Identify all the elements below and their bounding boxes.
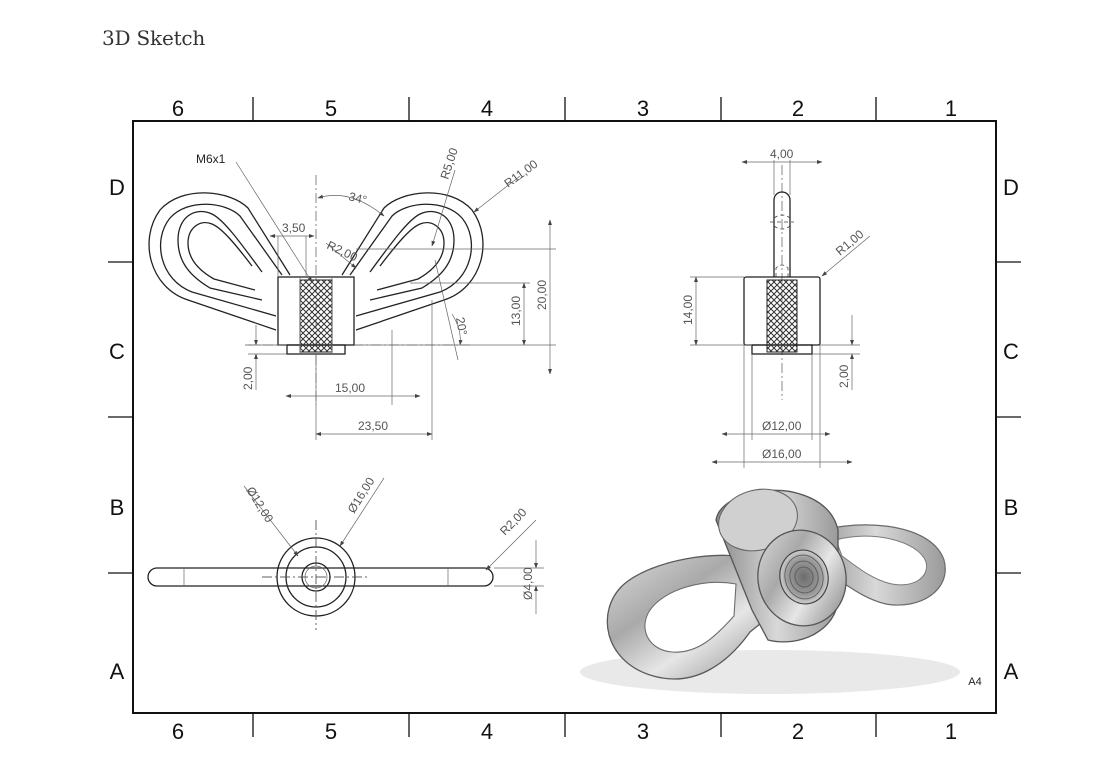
row-label-right: B — [1004, 495, 1019, 520]
column-label-top: 2 — [792, 96, 804, 121]
thread-callout: M6x1 — [196, 152, 226, 166]
column-label-top: 4 — [481, 96, 493, 121]
dia-12-side-label: Ø12,00 — [762, 419, 802, 433]
step-2-label: 2,00 — [241, 366, 255, 390]
row-label-right: D — [1003, 175, 1019, 200]
row-label-left: D — [109, 175, 125, 200]
row-label-left: C — [109, 339, 125, 364]
column-label-top: 5 — [325, 96, 337, 121]
column-label-top: 1 — [945, 96, 957, 121]
top-view: Ø12,00 Ø16,00 R2,00 Ø4,00 — [147, 475, 544, 630]
side-view: 4,00 R1,00 14,00 2,00 Ø12,00 Ø16,00 — [681, 147, 871, 468]
step-2-side-label: 2,00 — [837, 364, 851, 388]
angle-20-label: 20° — [453, 316, 470, 336]
column-label-bottom: 2 — [792, 719, 804, 744]
hub-offset-label: 3,50 — [282, 221, 306, 235]
column-label-bottom: 5 — [325, 719, 337, 744]
radius-5-label: R5,00 — [438, 146, 461, 181]
row-label-left: A — [110, 659, 125, 684]
frame-border — [132, 120, 997, 714]
hub-height-label: 14,00 — [681, 295, 695, 325]
width-15-label: 15,00 — [335, 381, 365, 395]
column-label-bottom: 6 — [172, 719, 184, 744]
front-view: M6x1 34° R5,00 R11,00 R2,00 3,50 20° 13,… — [148, 146, 556, 440]
angle-34-label: 34° — [347, 189, 368, 207]
row-label-right: A — [1004, 659, 1019, 684]
row-label-left: B — [110, 495, 125, 520]
radius-11-label: R11,00 — [502, 157, 541, 191]
row-label-right: C — [1003, 339, 1019, 364]
column-label-top: 6 — [172, 96, 184, 121]
wing-thickness-label: 4,00 — [770, 147, 794, 161]
column-label-top: 3 — [637, 96, 649, 121]
title-frame: 6 5 4 3 2 1 6 5 4 3 2 1 D C B A D C B A … — [108, 96, 1021, 744]
radius-2-label: R2,00 — [325, 238, 360, 264]
page-title: 3D Sketch — [102, 26, 206, 50]
height-13-label: 13,00 — [509, 296, 523, 326]
column-label-bottom: 3 — [637, 719, 649, 744]
column-label-bottom: 4 — [481, 719, 493, 744]
column-label-bottom: 1 — [945, 719, 957, 744]
width-23-label: 23,50 — [358, 419, 388, 433]
dia-16-side-label: Ø16,00 — [762, 447, 802, 461]
radius-2-top-label: R2,00 — [497, 505, 530, 538]
dia-12-top-label: Ø12,00 — [243, 484, 276, 525]
wing-nut-render — [580, 488, 960, 694]
dia-4-label: Ø4,00 — [521, 567, 535, 600]
height-20-label: 20,00 — [535, 280, 549, 310]
sheet-size-label: A4 — [968, 676, 981, 688]
